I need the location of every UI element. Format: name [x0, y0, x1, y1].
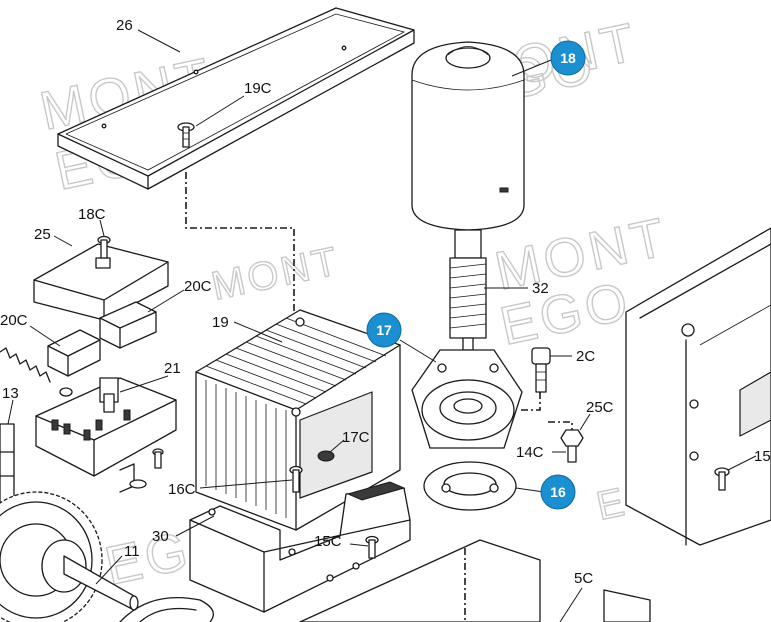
screw-2c: [531, 347, 551, 393]
screw-18c: [97, 235, 111, 259]
screw-16c: [289, 465, 303, 493]
part-32-worm-shaft: [449, 229, 487, 351]
label-15c: 15C: [314, 533, 342, 550]
part-20c-switch-right: [99, 301, 157, 349]
label-16c: 16C: [168, 481, 196, 498]
badge-17: 17: [366, 312, 402, 348]
label-14c: 14C: [516, 444, 544, 461]
assembly-line-cover: [185, 172, 295, 318]
part-21-circuit-board: [35, 377, 177, 477]
badge-18: 18: [550, 40, 586, 76]
label-25: 25: [34, 226, 51, 243]
part-20c-switch-left: [47, 329, 101, 377]
part-housing-right: [625, 227, 771, 546]
badge-16: 16: [540, 474, 576, 510]
spring: [0, 347, 73, 397]
screw-19c: [177, 122, 195, 148]
part-26-cover: [57, 7, 415, 190]
label-15: 15: [754, 448, 771, 465]
assembly-line-flange: [548, 421, 573, 430]
nut-25c: [560, 429, 584, 447]
part-30-bracket: [189, 481, 411, 613]
label-20c-left: 20C: [0, 312, 28, 329]
part-16-gasket: [423, 461, 517, 511]
standoff: [119, 463, 147, 493]
part-5c-base: [299, 539, 651, 622]
label-5c: 5C: [574, 570, 593, 587]
label-19c: 19C: [244, 80, 272, 97]
label-21: 21: [164, 360, 181, 377]
label-2c: 2C: [576, 348, 595, 365]
label-26: 26: [116, 17, 133, 34]
watermark-mont-5: MONT: [208, 239, 344, 309]
badge-18-text: 18: [560, 50, 576, 66]
callout-labels: 26 19C 18C 25 20C 20C 19 21 13 17C 16C 3…: [0, 17, 771, 587]
part-25-relay-cover: [33, 243, 169, 321]
label-20c-right: 20C: [184, 278, 212, 295]
label-13: 13: [2, 385, 19, 402]
part-13-bar: [0, 423, 15, 509]
part-18-motor: [411, 41, 525, 231]
screw-15: [714, 467, 730, 491]
label-30: 30: [152, 528, 169, 545]
label-18c: 18C: [78, 206, 106, 223]
label-32: 32: [532, 280, 549, 297]
badge-16-text: 16: [550, 484, 566, 500]
label-11: 11: [124, 543, 140, 560]
assembly-line-2c: [520, 392, 541, 411]
label-25c: 25C: [586, 399, 614, 416]
label-17c: 17C: [342, 429, 370, 446]
screw-15c: [365, 535, 379, 559]
badge-17-text: 17: [376, 322, 392, 338]
part-17-flange: [411, 349, 523, 449]
leader-lines: [7, 29, 757, 622]
screw-16c-left: [152, 448, 164, 469]
label-19: 19: [212, 314, 229, 331]
part-11-gear-shaft: [0, 491, 214, 622]
part-19-transformer: [195, 309, 401, 531]
